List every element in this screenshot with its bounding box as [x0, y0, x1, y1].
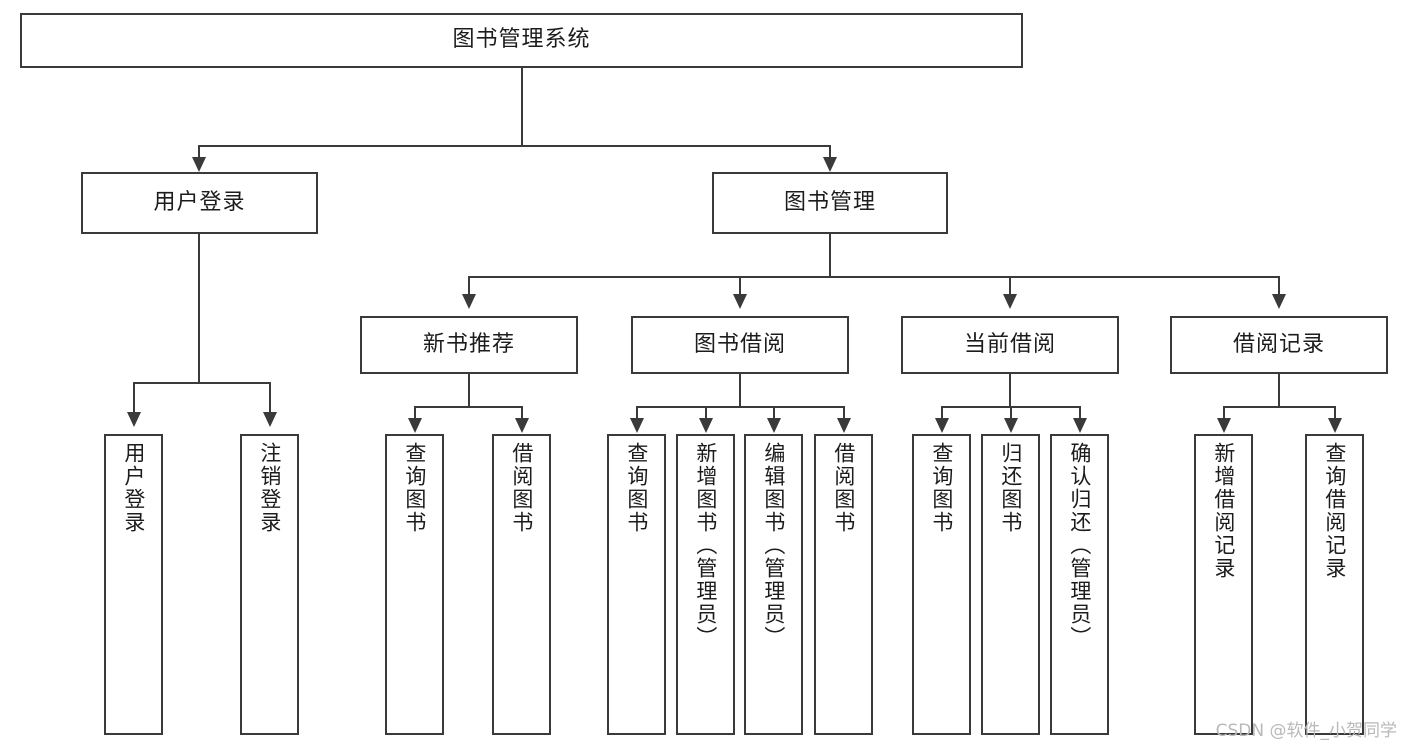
connector-book-manage-bus — [468, 276, 1280, 278]
node-book-borrow[interactable]: 图书借阅 — [631, 316, 849, 374]
node-leaf-query-book-3[interactable]: 查询图书 — [912, 434, 971, 735]
connector-borrow-record-trunk — [1278, 374, 1280, 408]
connector-current-borrow-drop-2 — [1010, 406, 1012, 420]
node-leaf-user-login-label: 用户登录 — [121, 442, 146, 534]
connector-current-borrow-drop-1 — [941, 406, 943, 420]
node-book-manage[interactable]: 图书管理 — [712, 172, 948, 234]
connector-user-login-trunk — [198, 234, 200, 384]
connector-root-trunk — [521, 68, 523, 147]
node-leaf-query-book-2-label: 查询图书 — [624, 442, 649, 534]
node-book-borrow-label: 图书借阅 — [693, 331, 786, 357]
node-leaf-query-book-2[interactable]: 查询图书 — [607, 434, 666, 735]
connector-book-borrow-trunk — [739, 374, 741, 408]
arrow-user-login-leaf-1 — [127, 412, 141, 427]
connector-root-to-user-login — [198, 145, 200, 162]
connector-book-manage-drop-2 — [739, 276, 741, 298]
node-leaf-edit-book[interactable]: 编辑图书（管理员） — [744, 434, 803, 735]
connector-book-borrow-drop-1 — [636, 406, 638, 420]
node-root-label: 图书管理系统 — [452, 27, 591, 53]
connector-book-borrow-drop-3 — [773, 406, 775, 420]
node-current-borrow-label: 当前借阅 — [963, 331, 1056, 357]
connector-root-to-book-manage — [829, 145, 831, 162]
arrow-book-manage-to-new-book-recommend — [462, 294, 476, 309]
arrow-book-borrow-leaf-1 — [630, 418, 644, 433]
arrow-current-borrow-leaf-3 — [1073, 418, 1087, 433]
arrow-book-borrow-leaf-3 — [767, 418, 781, 433]
node-leaf-borrow-book-2[interactable]: 借阅图书 — [814, 434, 873, 735]
connector-new-book-recommend-bus — [414, 406, 522, 408]
node-leaf-logout-login[interactable]: 注销登录 — [240, 434, 299, 735]
node-current-borrow[interactable]: 当前借阅 — [901, 316, 1119, 374]
node-user-login[interactable]: 用户登录 — [81, 172, 318, 234]
node-new-book-recommend[interactable]: 新书推荐 — [360, 316, 578, 374]
node-leaf-borrow-book-2-label: 借阅图书 — [831, 442, 856, 534]
node-new-book-recommend-label: 新书推荐 — [422, 331, 515, 357]
connector-new-book-recommend-trunk — [468, 374, 470, 408]
node-leaf-add-record-label: 新增借阅记录 — [1211, 442, 1236, 580]
node-leaf-query-book-1-label: 查询图书 — [402, 442, 427, 534]
node-leaf-return-book[interactable]: 归还图书 — [981, 434, 1040, 735]
node-leaf-query-record[interactable]: 查询借阅记录 — [1305, 434, 1364, 735]
node-book-manage-label: 图书管理 — [783, 189, 876, 215]
node-leaf-add-book[interactable]: 新增图书（管理员） — [676, 434, 735, 735]
arrow-book-manage-to-book-borrow — [733, 294, 747, 309]
arrow-book-borrow-leaf-2 — [699, 418, 713, 433]
connector-user-login-bus — [133, 382, 271, 384]
node-leaf-add-record[interactable]: 新增借阅记录 — [1194, 434, 1253, 735]
node-borrow-record[interactable]: 借阅记录 — [1170, 316, 1388, 374]
node-leaf-query-book-3-label: 查询图书 — [929, 442, 954, 534]
connector-current-borrow-drop-3 — [1079, 406, 1081, 420]
node-leaf-return-book-label: 归还图书 — [998, 442, 1023, 534]
connector-user-login-drop-2 — [269, 382, 271, 416]
arrow-book-borrow-leaf-4 — [837, 418, 851, 433]
node-leaf-add-book-label: 新增图书（管理员） — [693, 442, 718, 649]
node-leaf-confirm-return-label: 确认归还（管理员） — [1067, 442, 1092, 649]
node-leaf-edit-book-label: 编辑图书（管理员） — [761, 442, 786, 649]
arrow-user-login-leaf-2 — [263, 412, 277, 427]
connector-root-bus — [198, 145, 831, 147]
node-root[interactable]: 图书管理系统 — [20, 13, 1023, 68]
connector-new-book-recommend-drop-1 — [414, 406, 416, 420]
node-user-login-label: 用户登录 — [153, 189, 246, 215]
arrow-root-to-user-login — [192, 157, 206, 172]
connector-book-manage-drop-1 — [468, 276, 470, 298]
connector-user-login-drop-1 — [133, 382, 135, 416]
node-leaf-query-book-1[interactable]: 查询图书 — [385, 434, 444, 735]
arrow-current-borrow-leaf-1 — [935, 418, 949, 433]
watermark: CSDN @软件_小贺同学 — [1215, 721, 1397, 741]
node-borrow-record-label: 借阅记录 — [1232, 331, 1325, 357]
connector-book-borrow-drop-4 — [843, 406, 845, 420]
arrow-book-manage-to-borrow-record — [1272, 294, 1286, 309]
node-leaf-logout-login-label: 注销登录 — [257, 442, 282, 534]
node-leaf-confirm-return[interactable]: 确认归还（管理员） — [1050, 434, 1109, 735]
arrow-borrow-record-leaf-2 — [1328, 418, 1342, 433]
arrow-new-book-recommend-leaf-2 — [515, 418, 529, 433]
connector-borrow-record-bus — [1223, 406, 1335, 408]
connector-book-borrow-drop-2 — [705, 406, 707, 420]
node-leaf-query-record-label: 查询借阅记录 — [1322, 442, 1347, 580]
connector-book-manage-drop-3 — [1009, 276, 1011, 298]
connector-book-borrow-bus — [636, 406, 845, 408]
arrow-root-to-book-manage — [823, 157, 837, 172]
arrow-current-borrow-leaf-2 — [1004, 418, 1018, 433]
arrow-borrow-record-leaf-1 — [1217, 418, 1231, 433]
node-leaf-borrow-book-1-label: 借阅图书 — [509, 442, 534, 534]
connector-borrow-record-drop-1 — [1223, 406, 1225, 420]
connector-book-manage-drop-4 — [1278, 276, 1280, 298]
node-leaf-user-login[interactable]: 用户登录 — [104, 434, 163, 735]
connector-current-borrow-trunk — [1009, 374, 1011, 408]
connector-new-book-recommend-drop-2 — [521, 406, 523, 420]
connector-book-manage-trunk — [829, 234, 831, 278]
arrow-new-book-recommend-leaf-1 — [408, 418, 422, 433]
arrow-book-manage-to-current-borrow — [1003, 294, 1017, 309]
connector-borrow-record-drop-2 — [1334, 406, 1336, 420]
node-leaf-borrow-book-1[interactable]: 借阅图书 — [492, 434, 551, 735]
